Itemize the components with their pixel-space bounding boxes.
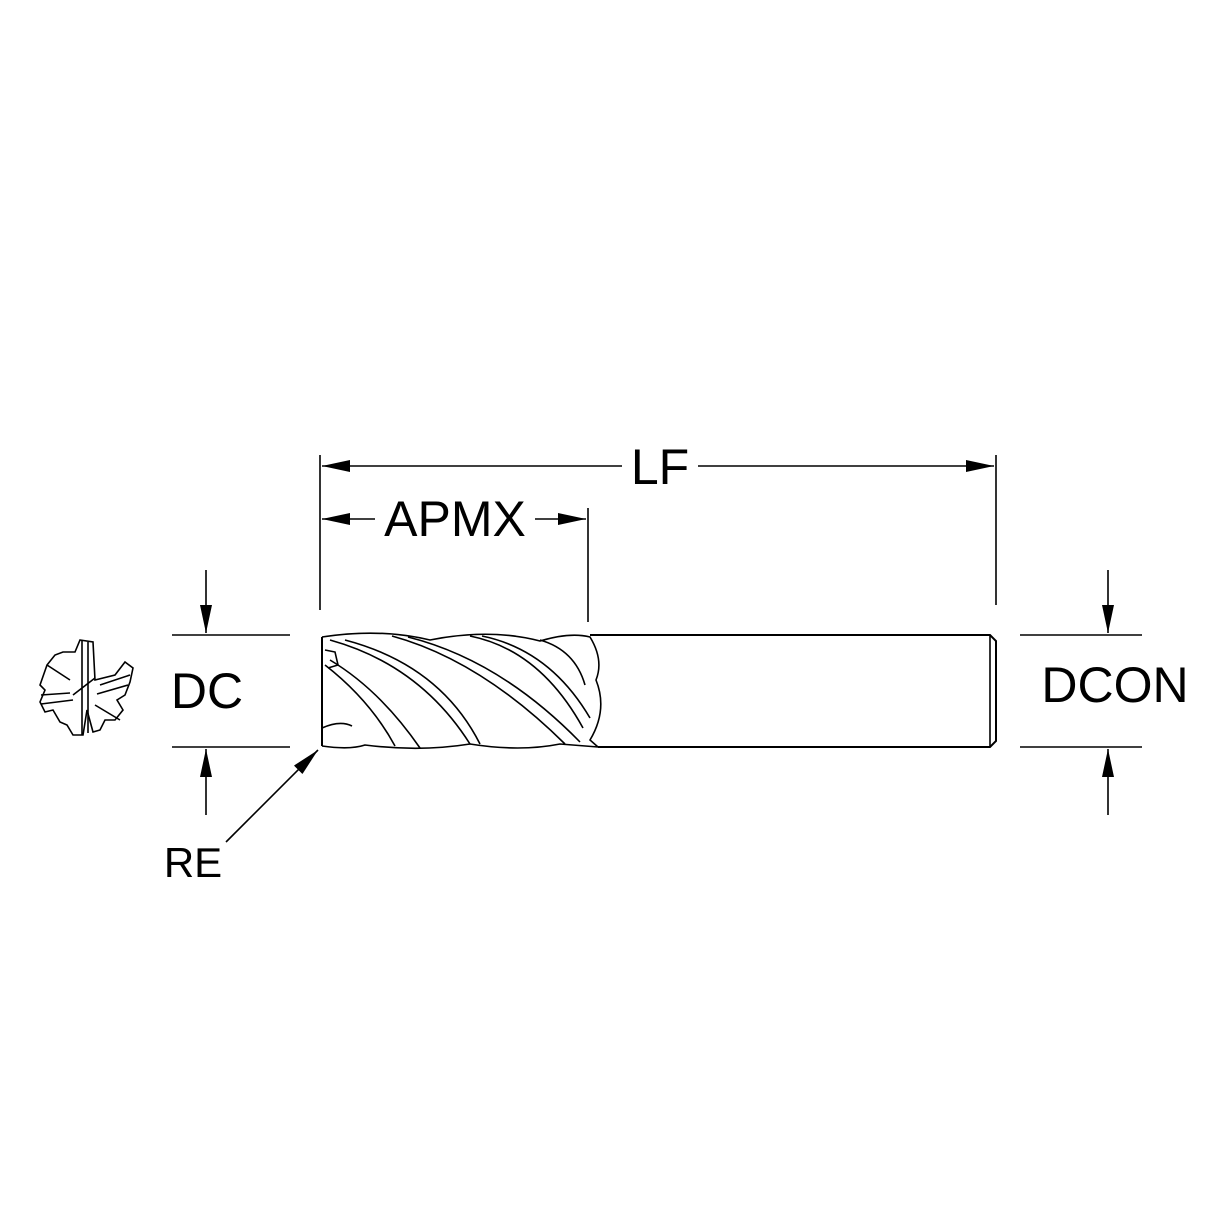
end-mill-side-view [321,632,997,750]
dc-dimension: DC [171,570,290,815]
dcon-label: DCON [1041,657,1188,713]
extension-lines [319,455,997,622]
end-mill-end-view [39,639,134,736]
dcon-dimension: DCON [1020,570,1189,815]
shank [590,634,997,748]
lf-label: LF [631,439,689,495]
apmx-label: APMX [384,491,526,547]
re-label: RE [164,839,222,886]
apmx-dimension: APMX [322,491,586,547]
re-leader: RE [164,749,319,886]
lf-dimension: LF [322,439,994,495]
dc-label: DC [171,663,243,719]
